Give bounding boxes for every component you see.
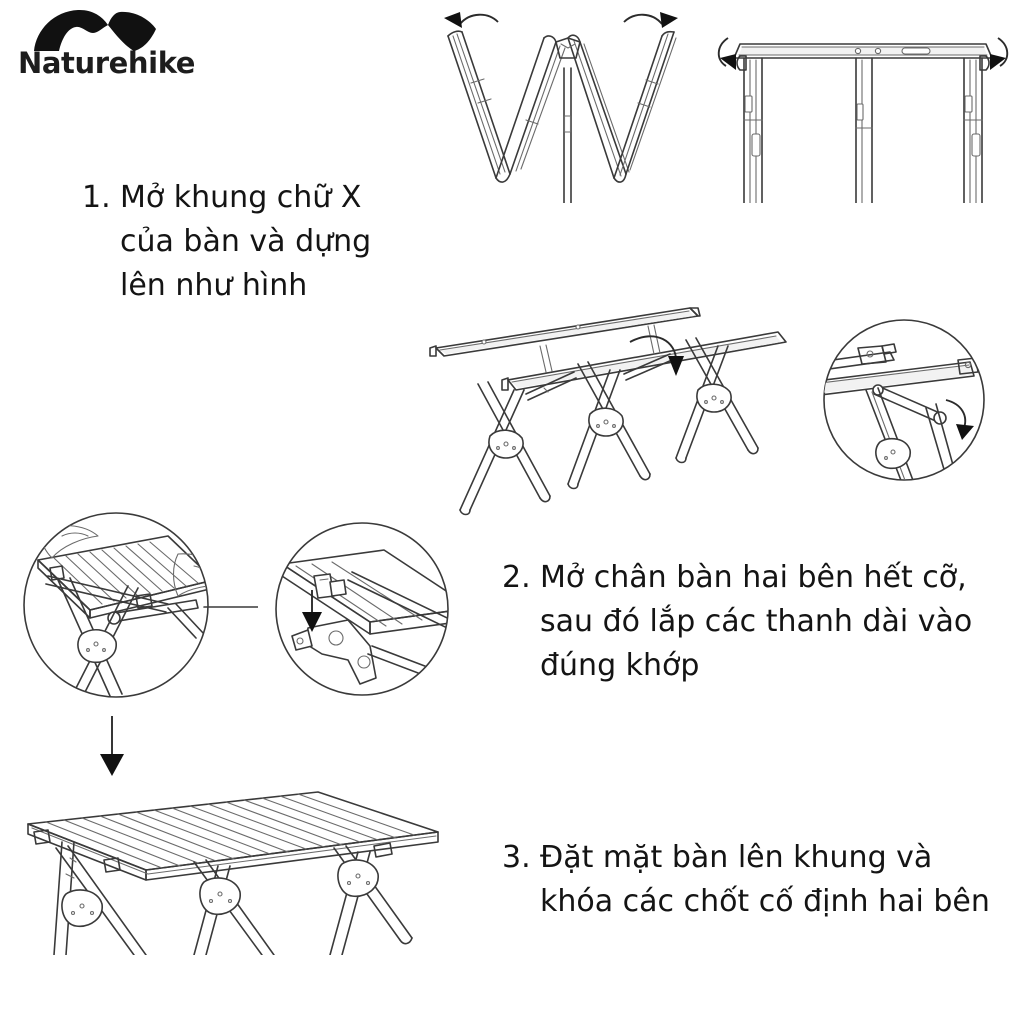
- curved-arrow-left: [444, 12, 499, 28]
- tabletop-placement-detail-circle: [18, 508, 258, 703]
- mountain-icon: [30, 8, 162, 52]
- step-1-text: 1. Mở khung chữ X của bàn và dựng lên nh…: [82, 176, 442, 308]
- step-2-line-1: Mở chân bàn hai bên hết cỡ,: [540, 560, 967, 595]
- curved-arrow-down-right: [990, 37, 1009, 70]
- step-1-lines: Mở khung chữ X của bàn và dựng lên như h…: [120, 176, 442, 308]
- step-2-text: 2. Mở chân bàn hai bên hết cỡ, sau đó lắ…: [502, 556, 972, 688]
- finished-table-illustration: [18, 770, 458, 955]
- step-1-number: 1.: [82, 180, 111, 215]
- step-3-line-2: khóa các chốt cố định hai bên: [540, 884, 990, 919]
- downward-flow-arrow: [84, 712, 140, 782]
- curved-arrow-down: [629, 335, 684, 376]
- step-3-text: 3. Đặt mặt bàn lên khung và khóa các chố…: [502, 836, 990, 924]
- step-2-lines: Mở chân bàn hai bên hết cỡ, sau đó lắp c…: [540, 556, 972, 688]
- step-1-line-2: của bàn và dựng: [120, 224, 372, 259]
- step-2-line-3: đúng khớp: [540, 648, 700, 683]
- step-1-line-1: Mở khung chữ X: [120, 180, 362, 215]
- assembled-frame-diagram: [418, 298, 798, 523]
- brand-name: Naturehike: [18, 46, 196, 80]
- unfolded-frame-diagram: [706, 8, 1018, 203]
- latch-lock-detail-circle: [252, 520, 480, 698]
- curved-arrow-down-left: [717, 37, 736, 70]
- folded-x-frame-diagram: [418, 8, 718, 203]
- brand-logo: Naturehike: [18, 8, 233, 88]
- step-3-number: 3.: [502, 840, 531, 875]
- step-1-line-3: lên như hình: [120, 268, 308, 303]
- curved-arrow-right: [623, 12, 678, 28]
- curved-arrow-down-right: [945, 399, 974, 440]
- rail-joint-detail-circle: [798, 318, 1010, 483]
- step-3-lines: Đặt mặt bàn lên khung và khóa các chốt c…: [540, 836, 990, 924]
- step-3-line-1: Đặt mặt bàn lên khung và: [540, 840, 933, 875]
- straight-arrow-down: [302, 590, 322, 632]
- step-2-line-2: sau đó lắp các thanh dài vào: [540, 604, 973, 639]
- step-2-number: 2.: [502, 560, 531, 595]
